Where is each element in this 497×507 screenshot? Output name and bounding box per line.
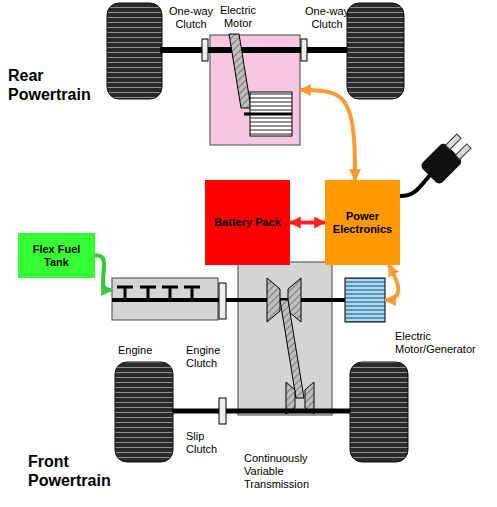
transmission-box: Continuously Variable Transmission [238,262,332,415]
component-label: Engine [118,344,178,357]
generator-coil [345,278,385,322]
wheel [347,3,404,99]
piston [117,286,133,289]
one-way-clutch [202,39,208,61]
front-axle [173,409,350,414]
piston [162,286,178,289]
part-label: Engine Clutch [186,344,236,370]
generator-box: Electric Motor/Generator [345,278,385,322]
main-shaft [112,298,345,302]
piston [140,286,156,289]
box-label: Battery Pack [214,216,281,229]
wheel [350,362,408,462]
electronics-box: Power Electronics [325,180,400,265]
flow-arrow [95,256,112,291]
section-title: Front Powertrain [28,452,112,490]
box-label: Flex Fuel Tank [22,243,91,269]
one-way-clutch [301,39,307,61]
component-label: Electric Motor [212,4,264,30]
component-label: Continuously Variable Transmission [244,452,330,491]
piston [184,286,200,289]
cvt-housing [238,262,332,415]
rotor-gear [229,34,251,108]
rear-axle [160,47,347,53]
flow-arrow [290,221,325,225]
flow-arrow [385,265,398,300]
slip-clutch [219,398,226,424]
belt [280,300,304,398]
wheel [107,3,162,99]
part-label: Slip Clutch [186,430,232,456]
fuel-tank-box: Flex Fuel Tank [18,233,95,278]
flow-arrow [300,90,355,180]
part-label: One-way Clutch [166,5,216,31]
section-title: Rear Powertrain [8,66,100,104]
plug-cord [400,174,431,196]
pulley [267,278,280,322]
power-plug [419,131,473,185]
part-label: One-way Clutch [302,5,352,31]
component-label: Electric Motor/Generator [395,330,487,356]
engine-clutch [219,283,226,319]
plug-prong [446,134,462,150]
plug-body [419,142,463,186]
battery-box: Battery Pack [205,180,290,265]
engine-box: Engine [112,278,218,320]
box-label: Power Electronics [329,210,396,236]
motor-box: Electric Motor [210,35,300,145]
plug-prong [455,144,471,160]
wheel [115,362,173,462]
motor-shaft [244,113,292,116]
